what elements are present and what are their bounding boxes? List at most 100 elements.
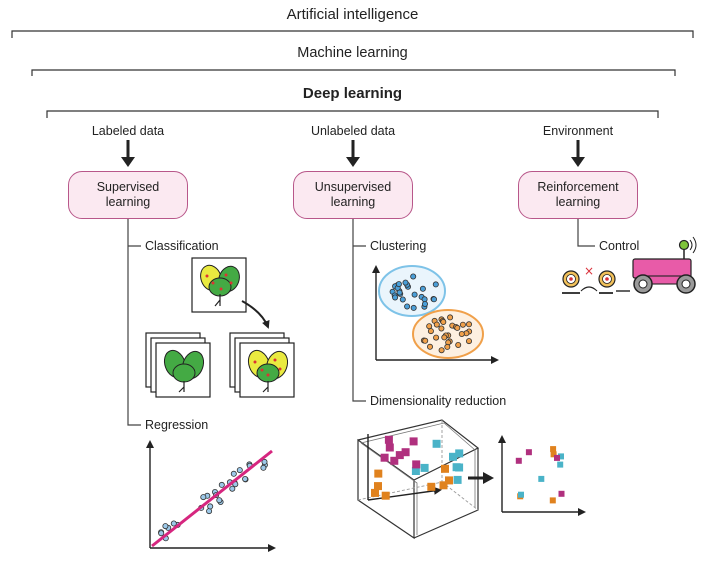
cluster-point [444, 343, 451, 350]
cube-point [374, 482, 382, 491]
cluster-point [421, 300, 428, 307]
cube-point [401, 448, 410, 457]
unsupervised-connector [352, 219, 366, 402]
cube-point [371, 488, 379, 497]
ml-title: Machine learning [297, 45, 408, 61]
classification-label: Classification [145, 239, 219, 253]
reduced-2d-plot [498, 435, 586, 516]
regression-point [218, 481, 225, 488]
green-plants-stack [145, 332, 211, 398]
classification-illustration [145, 257, 295, 398]
dl-title: Deep learning [302, 85, 403, 102]
regression-point [261, 458, 268, 465]
unlabeled-arrow [346, 140, 360, 167]
cube-point [439, 481, 448, 490]
cube-point [380, 453, 389, 462]
reduced-point [525, 449, 532, 456]
cluster-point [441, 334, 448, 341]
cluster-point [438, 325, 445, 332]
dimensionality-reduction-label: Dimensionality reduction [370, 394, 507, 408]
cluster-point [422, 337, 429, 344]
reduced-points [515, 446, 565, 504]
reduced-point [538, 475, 545, 482]
cluster-point [432, 281, 439, 288]
reduced-point [554, 454, 560, 461]
cluster-point [426, 343, 433, 350]
reduced-point [518, 491, 524, 498]
cluster-point [404, 303, 411, 310]
cluster-point [411, 291, 418, 298]
clustering-label: Clustering [370, 239, 427, 253]
cube-point [411, 467, 420, 475]
labeled-data-label: Labeled data [91, 124, 165, 138]
cluster-point [454, 324, 461, 331]
cube-point [453, 475, 462, 484]
cube-point [441, 464, 449, 473]
reinforcement-learning-box: Reinforcement learning [518, 171, 638, 219]
regression-point [200, 494, 207, 501]
cluster-point [395, 281, 402, 288]
classification-arrow [241, 300, 270, 329]
regression-point [230, 470, 237, 477]
cluster-point [433, 321, 440, 328]
labeled-arrow [121, 140, 135, 167]
dimensionality-cube [357, 419, 480, 540]
cluster-point [419, 285, 426, 292]
unsupervised-learning-box: Unsupervised learning [293, 171, 413, 219]
cube-point [412, 460, 421, 469]
reward-coin-left [562, 270, 580, 288]
reinforcement-learning-label: Reinforcement learning [537, 180, 619, 209]
cube-point [409, 437, 418, 446]
regression-point [162, 523, 169, 530]
reward-coin-right [598, 270, 616, 288]
ml-bracket [31, 69, 676, 76]
blue-cluster-points [389, 273, 439, 311]
regression-label: Regression [145, 418, 209, 432]
cluster-point [438, 347, 445, 354]
cluster-point [433, 334, 440, 341]
cube-point [390, 456, 399, 465]
fail-cross-icon: × [584, 264, 594, 278]
cube-point [445, 476, 453, 485]
regression-point [170, 520, 177, 527]
cube-point [449, 452, 457, 461]
unsupervised-learning-label: Unsupervised learning [314, 180, 392, 209]
cluster-point [410, 273, 417, 280]
cube-point [374, 469, 383, 478]
cluster-point [410, 304, 417, 311]
reduced-point [550, 446, 557, 453]
regression-plot [146, 440, 276, 552]
robot-cart [632, 236, 697, 294]
cluster-point [458, 330, 465, 337]
cube-point [385, 443, 394, 452]
cube-point [381, 491, 390, 500]
reduced-point [549, 497, 556, 504]
regression-point [260, 464, 267, 471]
regression-point [242, 475, 249, 482]
cluster-point [465, 321, 472, 328]
reduced-point [550, 451, 557, 458]
supervised-connector [127, 219, 141, 426]
clustering-plot [372, 265, 499, 364]
regression-point [236, 467, 243, 474]
cluster-point [426, 323, 433, 330]
orange-cluster-points [420, 314, 473, 354]
supervised-learning-box: Supervised learning [68, 171, 188, 219]
environment-arrow [571, 140, 585, 167]
cluster-point [402, 279, 409, 286]
cube-point [395, 451, 404, 460]
cluster-point [455, 341, 462, 348]
cube-point [384, 435, 393, 444]
reduced-point [557, 461, 564, 468]
cluster-point [427, 328, 434, 335]
ai-bracket [11, 30, 694, 38]
cluster-point [392, 294, 399, 301]
cluster-point [399, 296, 406, 303]
environment-label: Environment [542, 124, 614, 138]
reduced-point [515, 457, 522, 464]
input-plant-card [191, 257, 247, 313]
reduced-point [558, 490, 565, 497]
cluster-point [459, 321, 466, 328]
supervised-learning-label: Supervised learning [96, 180, 160, 209]
